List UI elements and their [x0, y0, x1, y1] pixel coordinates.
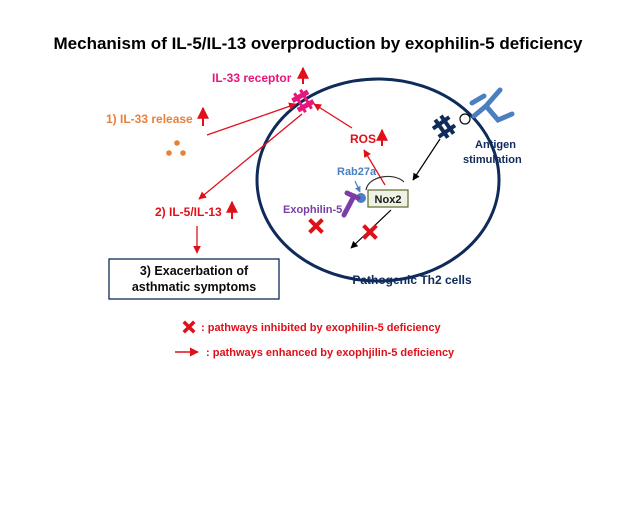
nox2-membrane-arc — [365, 175, 405, 191]
legend: : pathways inhibited by exophilin-5 defi… — [175, 320, 455, 359]
cell-label: Pathogenic Th2 cells — [352, 273, 472, 287]
il33-particles — [166, 140, 186, 156]
inhibition-x-icon — [362, 224, 378, 240]
il33-receptor-label: IL-33 receptor — [212, 71, 292, 85]
antigen-label-line-1: Antigen — [475, 139, 516, 151]
il5-il13-label: 2) IL-5/IL-13 — [155, 205, 222, 219]
ros-to-receptor-arrow — [313, 103, 353, 129]
legend-x-icon — [182, 320, 196, 334]
exophilin5-icon — [341, 190, 361, 218]
antigen-icon — [459, 113, 471, 125]
nox2-to-ros-arrow — [363, 149, 386, 186]
ros-label: ROS — [350, 132, 376, 146]
antigen-receptor-icon — [431, 114, 457, 139]
exacerbation-box — [108, 258, 280, 300]
exacerbation-line-1: 3) Exacerbation of — [140, 264, 249, 278]
rab27a-label: Rab27a — [337, 166, 377, 178]
il33-binding-arrow — [206, 102, 297, 136]
diagram-title: Mechanism of IL-5/IL-13 overproduction b… — [54, 34, 584, 53]
exacerbation-line-2: asthmatic symptoms — [132, 280, 256, 294]
il33-release-label: 1) IL-33 release — [106, 112, 193, 126]
exophilin5-label: Exophilin-5 — [283, 204, 342, 216]
nox2-box — [367, 189, 409, 208]
nox2-label: Nox2 — [375, 194, 402, 206]
th2-cell-membrane — [255, 77, 501, 283]
rab27a-pointer — [354, 180, 361, 193]
inhibition-x-icon — [308, 218, 324, 234]
legend-inhibited-text: : pathways inhibited by exophilin-5 defi… — [201, 322, 441, 334]
il33-receptor-icon — [291, 88, 315, 114]
antigen-signal-arrow — [412, 138, 441, 181]
receptor-to-cytokine-arrow — [198, 113, 303, 200]
antigen-presenting-molecule-icon — [469, 87, 515, 124]
legend-enhanced-text: : pathways enhanced by exophjilin-5 defi… — [206, 347, 455, 359]
antigen-label-line-2: stimulation — [463, 154, 522, 166]
